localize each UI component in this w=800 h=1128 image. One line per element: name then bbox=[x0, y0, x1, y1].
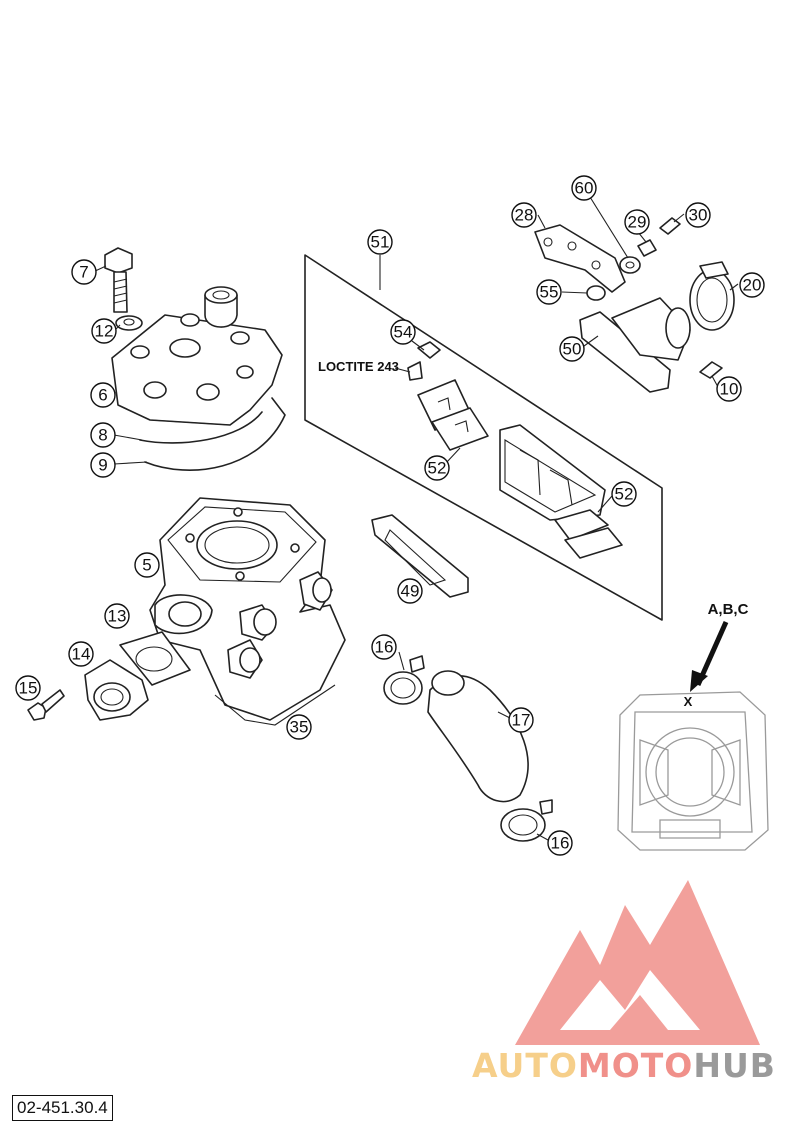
svg-text:29: 29 bbox=[628, 213, 647, 232]
callout-49: 49 bbox=[397, 578, 423, 604]
callout-29: 29 bbox=[624, 209, 650, 235]
callout-9: 9 bbox=[90, 452, 116, 478]
callout-52-lower: 52 bbox=[611, 481, 637, 507]
reed-gasket bbox=[371, 514, 469, 598]
callout-8: 8 bbox=[90, 422, 116, 448]
callout-12: 12 bbox=[91, 318, 117, 344]
callout-14: 14 bbox=[68, 641, 94, 667]
callout-28: 28 bbox=[511, 202, 537, 228]
washer-55 bbox=[586, 285, 606, 301]
svg-text:16: 16 bbox=[551, 834, 570, 853]
svg-text:13: 13 bbox=[108, 607, 127, 626]
watermark-logo bbox=[515, 880, 760, 1045]
loctite-note: LOCTITE 243 bbox=[318, 359, 399, 374]
svg-text:52: 52 bbox=[615, 485, 634, 504]
intake-manifold bbox=[579, 297, 691, 393]
cylinder-variant-outline bbox=[617, 691, 769, 851]
svg-text:49: 49 bbox=[401, 582, 420, 601]
flange-bolt bbox=[27, 689, 65, 721]
reed-petals-upper bbox=[417, 379, 489, 451]
svg-text:6: 6 bbox=[98, 386, 107, 405]
hose-clamp bbox=[689, 261, 735, 331]
reed-valve-group-box bbox=[304, 254, 663, 621]
callout-30: 30 bbox=[685, 202, 711, 228]
callout-60: 60 bbox=[571, 175, 597, 201]
callout-16-lower: 16 bbox=[547, 830, 573, 856]
svg-text:14: 14 bbox=[72, 645, 91, 664]
svg-text:50: 50 bbox=[563, 340, 582, 359]
svg-text:28: 28 bbox=[515, 206, 534, 225]
cylinder bbox=[149, 497, 346, 721]
svg-text:30: 30 bbox=[689, 206, 708, 225]
drawing-number: 02-451.30.4 bbox=[12, 1095, 113, 1121]
callout-15: 15 bbox=[15, 675, 41, 701]
callout-55: 55 bbox=[536, 279, 562, 305]
o-ring-outer bbox=[144, 397, 286, 471]
reed-block bbox=[499, 424, 606, 521]
svg-text:20: 20 bbox=[743, 276, 762, 295]
callout-54: 54 bbox=[390, 319, 416, 345]
variant-mark: X bbox=[684, 694, 693, 709]
throttle-bracket bbox=[534, 224, 626, 293]
callout-17: 17 bbox=[508, 707, 534, 733]
svg-text:17: 17 bbox=[512, 711, 531, 730]
callout-7: 7 bbox=[71, 259, 97, 285]
callout-10: 10 bbox=[716, 376, 742, 402]
svg-text:15: 15 bbox=[19, 679, 38, 698]
hose-clamp-lower bbox=[500, 799, 553, 842]
callout-16-upper: 16 bbox=[371, 634, 397, 660]
head-bolt bbox=[104, 247, 133, 313]
svg-text:54: 54 bbox=[394, 323, 413, 342]
callout-20: 20 bbox=[739, 272, 765, 298]
svg-text:5: 5 bbox=[142, 556, 151, 575]
svg-text:55: 55 bbox=[540, 283, 559, 302]
callout-51: 51 bbox=[367, 229, 393, 255]
callout-52-upper: 52 bbox=[424, 455, 450, 481]
svg-text:35: 35 bbox=[290, 718, 309, 737]
reed-screw bbox=[407, 341, 441, 381]
exhaust-flange bbox=[84, 659, 149, 721]
hose-clamp-upper bbox=[383, 655, 425, 705]
cylinder-head bbox=[111, 286, 283, 426]
manifold-bolt bbox=[699, 361, 723, 379]
svg-text:60: 60 bbox=[575, 179, 594, 198]
svg-text:51: 51 bbox=[371, 233, 390, 252]
callout-35: 35 bbox=[286, 714, 312, 740]
variant-arrow bbox=[690, 620, 729, 692]
base-gasket bbox=[214, 684, 336, 726]
callout-50: 50 bbox=[559, 336, 585, 362]
callout-6: 6 bbox=[90, 382, 116, 408]
callout-5: 5 bbox=[134, 552, 160, 578]
svg-text:16: 16 bbox=[375, 638, 394, 657]
svg-text:8: 8 bbox=[98, 426, 107, 445]
svg-text:9: 9 bbox=[98, 456, 107, 475]
svg-text:10: 10 bbox=[720, 380, 739, 399]
reed-petals-lower bbox=[554, 509, 623, 559]
exhaust-flange-gasket bbox=[119, 631, 191, 686]
intake-hose bbox=[427, 670, 529, 803]
spacer bbox=[619, 239, 657, 274]
washer bbox=[115, 315, 143, 331]
svg-text:12: 12 bbox=[95, 322, 114, 341]
watermark-text: AUTOMOTOHUB bbox=[472, 1046, 776, 1085]
svg-text:52: 52 bbox=[428, 459, 447, 478]
o-ring-inner bbox=[139, 411, 263, 444]
variants-label: A,B,C bbox=[708, 601, 749, 618]
callout-13: 13 bbox=[104, 603, 130, 629]
svg-text:7: 7 bbox=[79, 263, 88, 282]
bracket-screw bbox=[659, 217, 681, 235]
